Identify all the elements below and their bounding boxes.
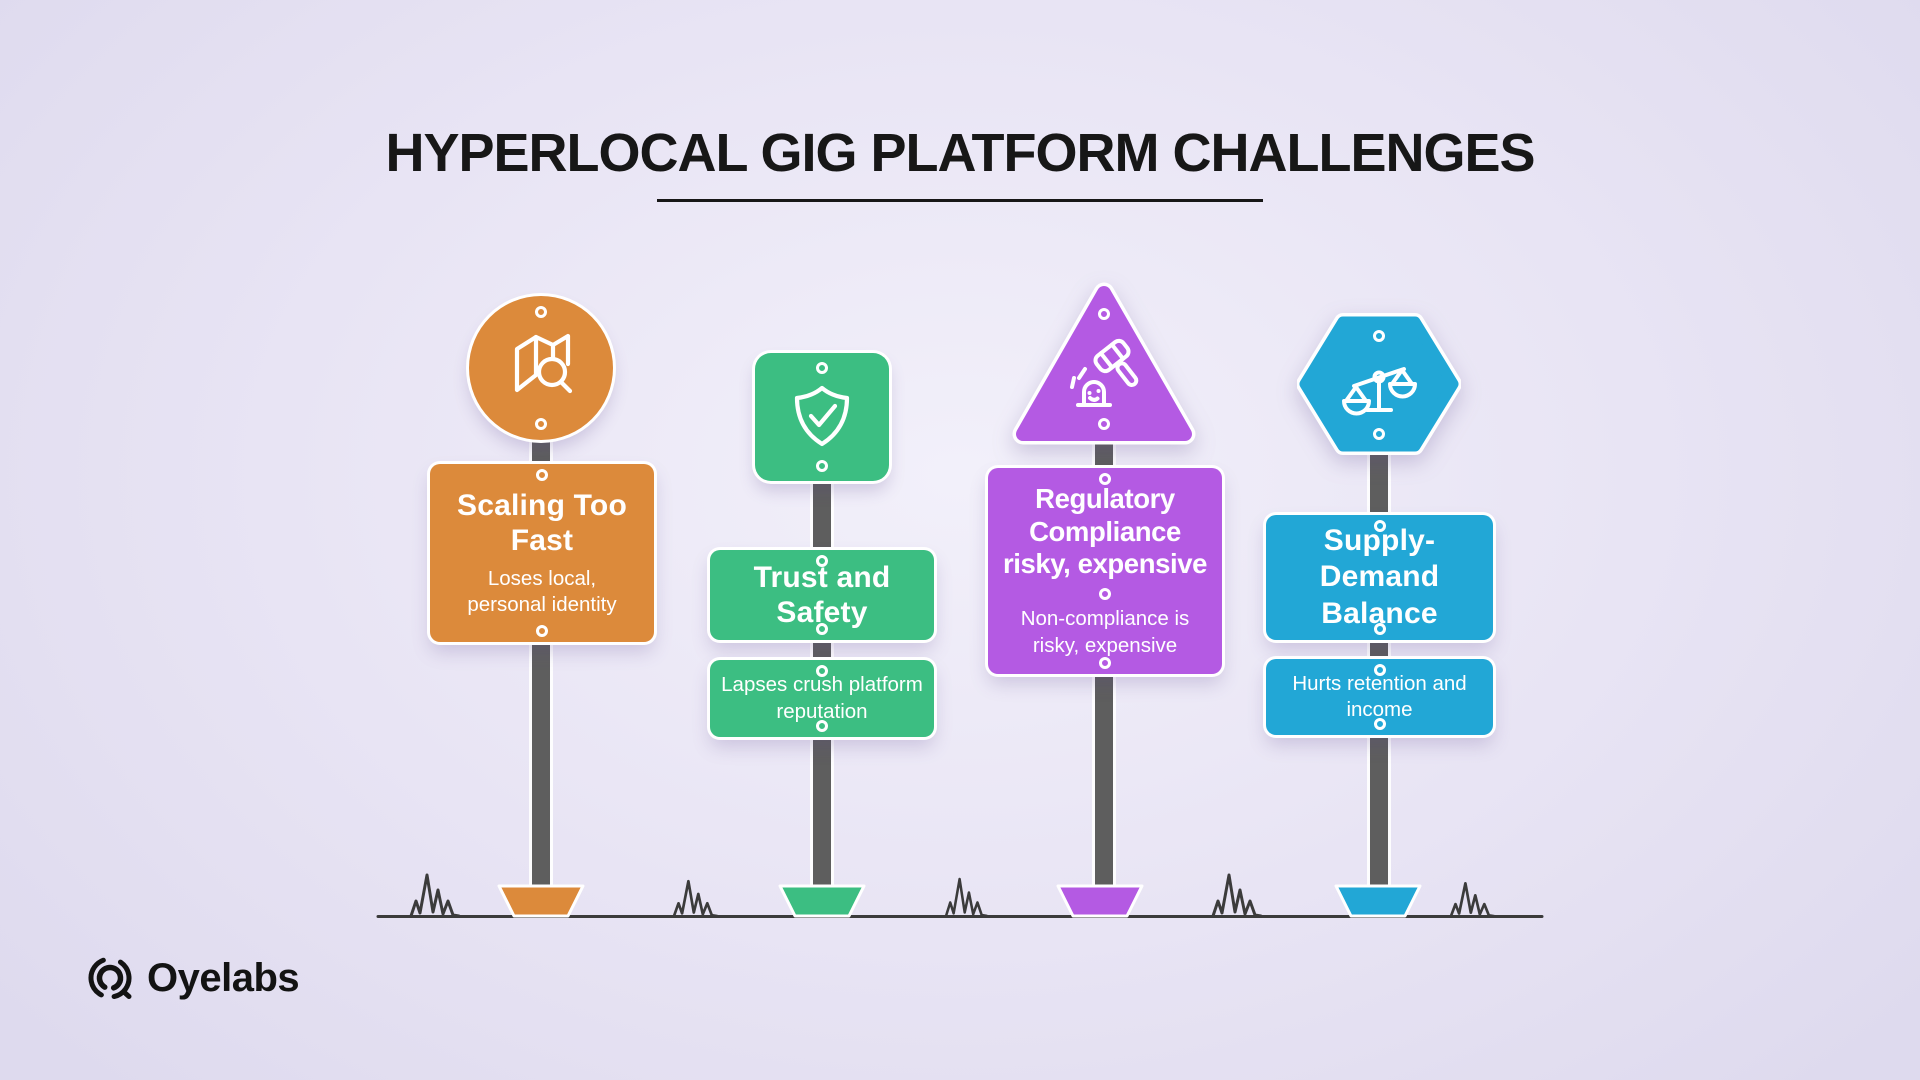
sign-supply-demand-balance: Supply-Demand Balance (1266, 515, 1493, 640)
screw-icon (536, 625, 548, 637)
sign-regulatory-compliance: Regulatory Compliance risky, expensive N… (988, 468, 1222, 674)
signpost-pole (813, 415, 831, 890)
sign-subtitle: Hurts retention and income (1292, 671, 1467, 721)
screw-icon (1373, 623, 1386, 635)
sign-title: Scaling Too Fast (457, 488, 627, 557)
post-base (1334, 884, 1422, 918)
screw-icon (1373, 520, 1386, 532)
square-sign-shape (755, 353, 889, 481)
screw-icon (536, 469, 548, 481)
screw-icon (1373, 664, 1386, 676)
screw-icon (535, 418, 547, 430)
oyelabs-logo-text: Oyelabs (147, 955, 300, 1000)
screw-icon (816, 460, 828, 472)
screw-icon (1373, 428, 1385, 440)
balance-scale-icon (1342, 367, 1417, 416)
title-underline (657, 199, 1263, 202)
shield-check-icon (794, 385, 850, 447)
screw-icon (1099, 588, 1111, 601)
sign-scaling-too-fast: Scaling Too Fast Loses local, personal i… (430, 464, 654, 642)
screw-icon (1099, 657, 1111, 669)
gavel-icon (1070, 338, 1139, 407)
oyelabs-logo: Oyelabs (84, 952, 300, 1004)
triangle-sign-shape (1012, 282, 1196, 445)
post-base (778, 884, 866, 918)
screw-icon (816, 665, 828, 677)
sign-title: Supply-Demand Balance (1319, 523, 1440, 630)
sign-subtitle: Lapses crush platform reputation (721, 673, 923, 723)
oyelabs-logo-mark (88, 956, 132, 1000)
page-title: HYPERLOCAL GIG PLATFORM CHALLENGES (385, 123, 1535, 183)
post-base (1056, 884, 1144, 918)
sign-trust-and-safety: Trust and Safety (710, 550, 934, 640)
sign-title: Regulatory Compliance risky, expensive (1002, 483, 1208, 579)
screw-icon (535, 306, 547, 318)
map-search-icon (514, 333, 573, 394)
post-base (497, 884, 585, 918)
sign-trust-and-safety-detail: Lapses crush platform reputation (710, 660, 934, 737)
sign-supply-demand-detail: Hurts retention and income (1266, 659, 1493, 735)
screw-icon (1373, 718, 1386, 730)
screw-icon (1098, 418, 1110, 430)
screw-icon (1373, 330, 1385, 342)
screw-icon (1098, 308, 1110, 320)
screw-icon (1099, 473, 1111, 485)
screw-icon (816, 720, 828, 732)
screw-icon (816, 362, 828, 374)
sign-title: Trust and Safety (753, 560, 891, 629)
screw-icon (816, 623, 828, 635)
sign-subtitle: Non-compliance is risky, expensive (1020, 607, 1190, 657)
screw-icon (816, 555, 828, 567)
sign-subtitle: Loses local, personal identity (467, 566, 617, 617)
